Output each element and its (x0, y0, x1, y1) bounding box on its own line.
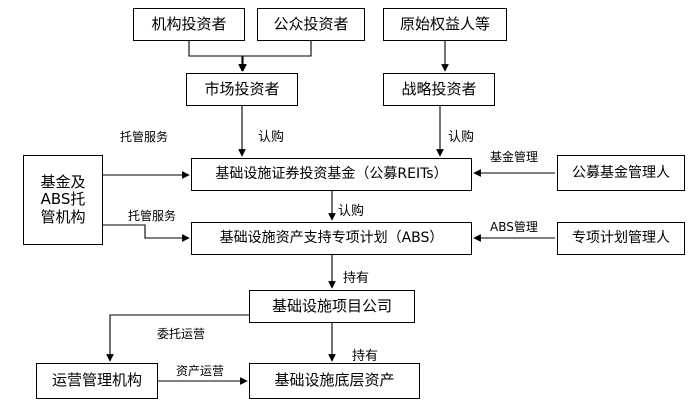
edge-label-hold-project-company: 持有 (343, 271, 370, 286)
edge-label-subscribe-abs: 认购 (338, 204, 365, 219)
edge-label-subscribe-strategic: 认购 (448, 130, 475, 145)
edge-label-entrusted-operation: 委托运营 (157, 327, 206, 341)
node-original-owner[interactable]: 原始权益人等 (383, 8, 507, 41)
edge-label-subscribe-market: 认购 (258, 130, 285, 145)
node-inst-investor[interactable]: 机构投资者 (133, 8, 245, 41)
edge-label-fund-management: 基金管理 (490, 150, 539, 164)
node-market-investor[interactable]: 市场投资者 (186, 73, 298, 106)
node-strategic-investor[interactable]: 战略投资者 (383, 73, 495, 106)
node-public-investor[interactable]: 公众投资者 (257, 8, 365, 41)
node-plan-manager[interactable]: 专项计划管理人 (557, 222, 685, 255)
node-fund-manager[interactable]: 公募基金管理人 (557, 155, 685, 191)
node-project-company[interactable]: 基础设施项目公司 (249, 290, 415, 323)
edge-label-hold-underlying-asset: 持有 (352, 349, 379, 364)
edge-label-asset-operation: 资产运营 (176, 364, 225, 378)
node-abs-plan[interactable]: 基础设施资产支持专项计划（ABS） (191, 222, 472, 255)
node-operation-organization[interactable]: 运营管理机构 (36, 363, 158, 399)
node-reits-fund[interactable]: 基础设施证券投资基金（公募REITs） (191, 158, 472, 191)
node-underlying-asset[interactable]: 基础设施底层资产 (249, 363, 420, 399)
edge-label-custody-service-fund: 托管服务 (120, 130, 169, 144)
edge-label-abs-management: ABS管理 (490, 220, 538, 234)
edge-label-custody-service-abs: 托管服务 (128, 209, 177, 223)
node-custody-organization[interactable]: 基金及 ABS托 管机构 (23, 155, 103, 245)
